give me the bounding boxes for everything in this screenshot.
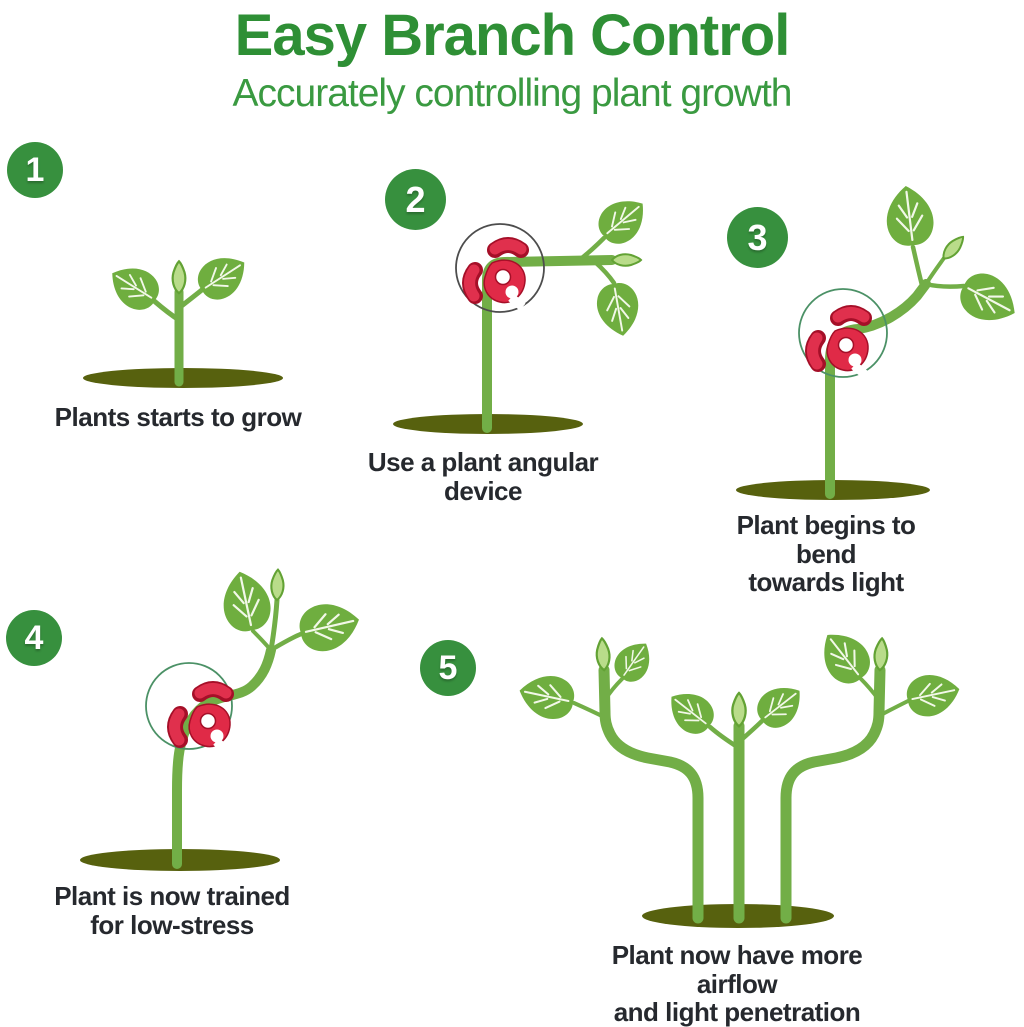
sprout-tip-icon	[611, 253, 642, 267]
leaf-icon	[294, 595, 366, 657]
step-1-illustration	[83, 245, 283, 388]
step-5-caption: Plant now have more airflow and light pe…	[611, 940, 863, 1027]
page-title: Easy Branch Control	[234, 3, 791, 68]
sprout-tip-icon	[731, 691, 747, 728]
leaf-icon	[881, 181, 938, 250]
leaf-icon	[100, 255, 167, 318]
sprout-tip-icon	[594, 636, 612, 672]
leaf-icon	[902, 667, 965, 722]
step-5-badge: 5	[420, 640, 476, 696]
step-3-caption: Plant begins to bend towards light	[736, 510, 916, 598]
sprout-tip-icon	[872, 636, 890, 672]
step-4-illustration	[80, 565, 366, 871]
highlight-circle	[145, 662, 233, 750]
plant-bender-clip-icon	[175, 689, 231, 755]
leaf-icon	[514, 668, 579, 725]
step-4-badge: 4	[6, 610, 62, 666]
sprout-tip-icon	[171, 260, 187, 295]
leaf-icon	[190, 245, 256, 308]
step-2-badge: 2	[385, 169, 446, 230]
step-2-caption: Use a plant angular device	[367, 447, 599, 506]
highlight-circle	[455, 223, 545, 313]
highlight-circle	[798, 288, 888, 378]
step-2-illustration	[393, 187, 657, 434]
step-1-badge: 1	[7, 142, 63, 198]
page-subtitle: Accurately controlling plant growth	[232, 72, 793, 115]
leaf-icon	[215, 565, 276, 637]
step-3-badge: 3	[727, 207, 788, 268]
leaf-icon	[607, 633, 661, 689]
step-5-illustration	[514, 620, 965, 928]
leaf-icon	[592, 279, 645, 341]
sprout-tip-icon	[269, 568, 286, 602]
plant-bender-clip-icon	[813, 313, 869, 379]
plant-bender-clip-icon	[470, 245, 526, 311]
leaf-icon	[659, 681, 722, 742]
step-4-caption: Plant is now trained for low-stress	[54, 881, 290, 940]
leaf-icon	[809, 620, 880, 693]
leaf-icon	[952, 264, 1024, 334]
step-3-illustration	[736, 181, 1024, 500]
sprout-tip-icon	[938, 232, 969, 264]
step-1-caption: Plants starts to grow	[54, 402, 302, 432]
